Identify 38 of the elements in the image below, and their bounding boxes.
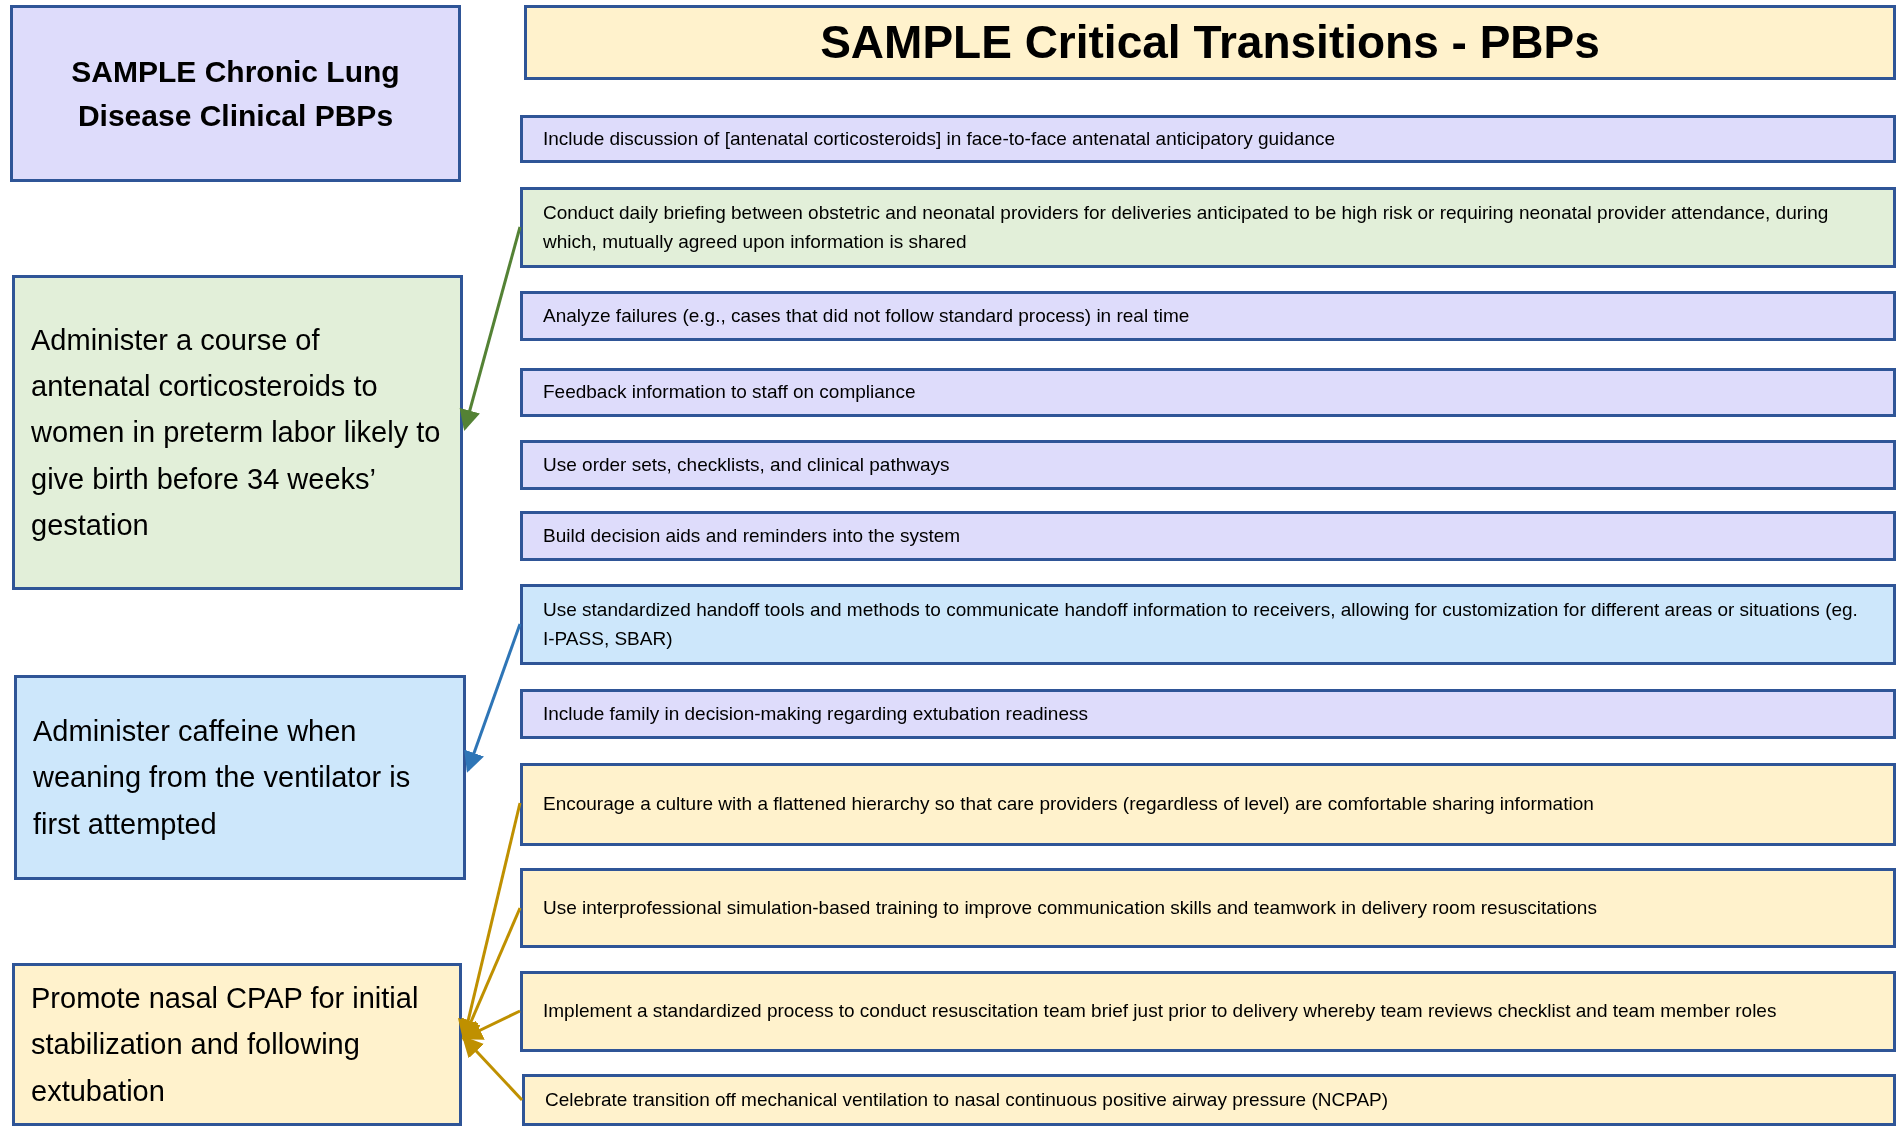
transition-box <box>520 115 1896 163</box>
practice-text: Administer caffeine when weaning from the ventilator is first attempted <box>33 713 412 842</box>
transition-box <box>522 1074 1896 1126</box>
transition-text: Build decision aids and reminders into the system <box>543 523 961 548</box>
arrow <box>461 1009 521 1040</box>
box-title: SAMPLE Chronic Lung Disease Clinical PBPs <box>70 54 401 134</box>
transition-box <box>520 584 1896 665</box>
transition-text: Implement a standardized process to conduct resuscitation team brief just prior to delivery whereby team reviews checklist and team member roles <box>543 999 1777 1024</box>
transition-box <box>520 291 1896 341</box>
header-title: SAMPLE Critical Transitions - PBPs <box>820 15 1600 70</box>
transition-text: Conduct daily briefing between obstetric and neonatal providers for deliveries anticipated to be high risk or requiring neonatal provider attendance, during which, mutually agreed upon information is shared <box>543 201 1830 254</box>
transition-box <box>520 511 1896 561</box>
transition-text: Encourage a culture with a flattened hierarchy so that care providers (regardless of level) are comfortable sharing information <box>543 792 1594 817</box>
arrow <box>459 226 522 431</box>
arrow <box>464 623 522 773</box>
transition-box <box>520 971 1896 1052</box>
transition-text: Include discussion of [antenatal corticosteroids] in face-to-face antenatal anticipatory guidance <box>543 126 1336 151</box>
transition-text: Use order sets, checklists, and clinical pathways <box>543 452 950 477</box>
transition-text: Use interprofessional simulation-based training to improve communication skills and teamwork in delivery room resuscitations <box>543 895 1597 920</box>
practice-text: Promote nasal CPAP for initial stabilization and following extubation <box>31 980 420 1109</box>
header-box <box>524 5 1896 80</box>
transition-text: Feedback information to staff on compliance <box>543 380 916 405</box>
title-box <box>10 5 461 182</box>
transition-box <box>520 868 1896 948</box>
practice-box <box>12 963 462 1126</box>
transition-box <box>520 187 1896 268</box>
transition-box <box>520 689 1896 739</box>
transition-text: Celebrate transition off mechanical ventilation to nasal continuous positive airway pressure (NCPAP) <box>545 1087 1389 1112</box>
transition-box <box>520 763 1896 846</box>
transition-text: Use standardized handoff tools and methods to communicate handoff information to receivers, allowing for customization for different areas or situations (eg. I-PASS, SBAR) <box>543 598 1859 651</box>
transition-box <box>520 368 1896 417</box>
transition-text: Analyze failures (e.g., cases that did not follow standard process) in real time <box>543 303 1190 328</box>
arrow <box>461 1035 524 1102</box>
transition-text: Include family in decision-making regarding extubation readiness <box>543 701 1088 726</box>
practice-box <box>14 675 466 880</box>
transition-box <box>520 440 1896 490</box>
practice-box <box>12 275 463 590</box>
practice-text: Administer a course of antenatal corticosteroids to women in preterm labor likely to give birth before 34 weeks’ gestation <box>31 322 442 544</box>
